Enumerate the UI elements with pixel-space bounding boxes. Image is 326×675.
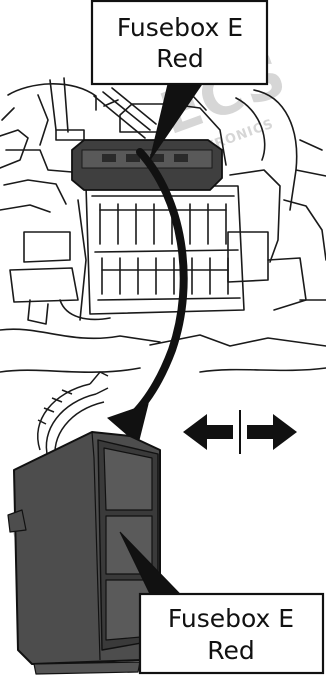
- bottom-callout: Fusebox E Red: [140, 594, 323, 673]
- top-callout: Fusebox E Red: [92, 1, 267, 84]
- bottom-callout-line2: Red: [207, 636, 255, 665]
- top-callout-line2: Red: [156, 44, 204, 73]
- top-callout-line1: Fusebox E: [117, 13, 243, 42]
- bottom-callout-line1: Fusebox E: [168, 604, 294, 633]
- left-right-arrows-icon: [183, 410, 297, 454]
